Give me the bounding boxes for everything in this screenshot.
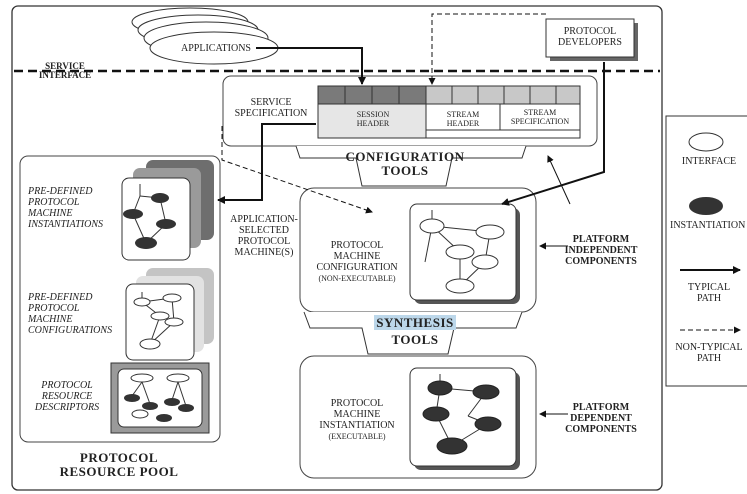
applications-to-spec-arrow: [256, 47, 366, 85]
developers-dashed-arrow: [428, 13, 546, 85]
synthesis-highlight: SYNTHESIS: [374, 315, 456, 330]
resource-descriptors-box: [110, 362, 210, 434]
stream-header-label: STREAM HEADER: [446, 110, 480, 128]
spec-to-config-dashed-arrow: [221, 126, 373, 214]
configuration-funnel: [295, 145, 527, 187]
service-specification-label: SERVICE SPECIFICATION: [234, 97, 308, 119]
service-interface-label: SERVICE INTERFACE: [38, 61, 92, 80]
predefined-instantiations-label: PRE-DEFINED PROTOCOL MACHINE INSTANTIATI…: [28, 186, 104, 230]
legend-interface-icon: [688, 132, 724, 152]
executable-label: (EXECUTABLE): [328, 432, 386, 441]
spec-strip: [317, 85, 581, 139]
platform-dependent-label: PLATFORM DEPENDENT COMPONENTS: [565, 402, 637, 435]
synthesis-funnel: [303, 311, 523, 355]
protocol-developers-label: PROTOCOL DEVELOPERS: [558, 26, 622, 48]
configuration-machine-card: [409, 203, 520, 304]
session-header-label: SESSION HEADER: [356, 110, 390, 128]
platform-independent-label: PLATFORM INDEPENDENT COMPONENTS: [564, 234, 638, 267]
pm-configuration-label: PROTOCOL MACHINE CONFIGURATION: [316, 240, 398, 273]
pm-instantiation-label: PROTOCOL MACHINE INSTANTIATION: [319, 398, 395, 431]
non-executable-label: (NON-EXECUTABLE): [318, 274, 396, 283]
resource-pool-label: PROTOCOL RESOURCE POOL: [59, 450, 179, 479]
legend-panel: [665, 115, 747, 387]
legend-interface-label: INTERFACE: [681, 156, 737, 167]
legend-instantiation-icon: [689, 197, 723, 215]
configuration-tools-label: CONFIGURATION TOOLS: [345, 149, 465, 178]
instantiations-stack: [121, 160, 214, 261]
legend-typical-path-label: TYPICAL PATH: [687, 282, 731, 304]
stream-specification-label: STREAM SPECIFICATION: [510, 108, 570, 126]
protocol-developers-box: [545, 18, 638, 61]
predefined-configurations-label: PRE-DEFINED PROTOCOL MACHINE CONFIGURATI…: [28, 292, 113, 336]
applications-label: APPLICATIONS: [180, 43, 251, 54]
outer-frame: [11, 5, 663, 491]
developers-to-config-arrow: [501, 62, 605, 206]
synthesis-tools-label: TOOLS: [391, 332, 439, 347]
instantiation-machine-card: [409, 367, 520, 470]
resource-descriptors-label: PROTOCOL RESOURCE DESCRIPTORS: [34, 380, 100, 413]
configurations-stack: [125, 268, 214, 361]
spec-to-pool-arrow: [217, 123, 316, 204]
application-selected-label: APPLICATION- SELECTED PROTOCOL MACHINE(S…: [230, 214, 298, 258]
legend-instantiation-label: INSTANTIATION: [670, 220, 746, 231]
platform-independent-arrow: [547, 155, 571, 205]
applications-cloud: [131, 7, 279, 65]
synthesis-label: SYNTHESIS: [340, 315, 490, 330]
legend-non-typical-path-label: NON-TYPICAL PATH: [675, 342, 743, 364]
